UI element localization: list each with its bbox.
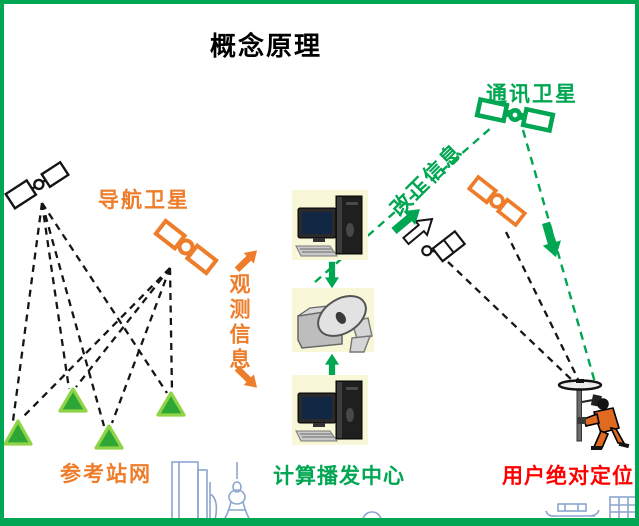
comm-links [314,126,598,387]
observation-arrow-up [231,245,263,275]
navigation-satellite-outline-icon [4,160,71,210]
bottom-black-strip [0,521,639,526]
label-observation-info: 观测信息 [227,273,250,373]
reference-station-triangle-icons [4,387,186,450]
page-title: 概念原理 [210,31,323,61]
surveyor-gnss-antenna-icon [557,379,630,450]
label-communication-satellite: 通讯卫星 [486,83,578,106]
arrow-down-to-dish [324,261,340,289]
satellite-dish-icon [297,295,373,353]
label-navigation-satellite: 导航卫星 [98,189,190,212]
label-broadcast-center: 计算播发中心 [273,465,405,488]
communication-satellite-icon [474,96,556,134]
nav-signal-lines-left [11,202,174,427]
label-user-positioning: 用户绝对定位 [502,465,634,488]
nav-signal-lines-user [447,231,580,382]
downlink-arrow [536,220,566,260]
navigation-satellite-orange-icon [153,218,219,276]
receiver-satellite-icon [421,229,467,263]
label-reference-network: 参考站网 [60,463,152,486]
navigation-satellite-orange-right-icon [466,174,528,228]
city-skyline-icon [171,461,635,518]
